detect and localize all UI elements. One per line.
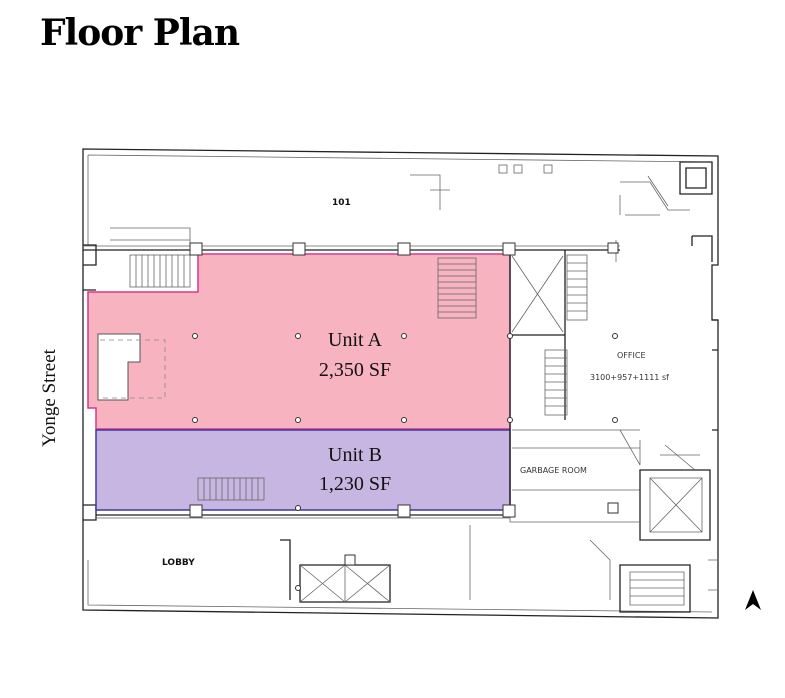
unit-b-area-label: 1,230 SF bbox=[319, 473, 391, 495]
stair-core bbox=[544, 254, 588, 416]
columns bbox=[189, 242, 619, 591]
garbage-room-label: GARBAGE ROOM bbox=[520, 466, 587, 475]
unit-a-area-label: 2,350 SF bbox=[319, 359, 391, 381]
stair-unit-b bbox=[197, 477, 265, 501]
room-101-label: 101 bbox=[332, 198, 351, 208]
unit-a-area bbox=[87, 253, 511, 430]
north-arrow-icon bbox=[745, 590, 761, 610]
unit-a-name: Unit A bbox=[328, 329, 382, 351]
unit-b-name: Unit B bbox=[328, 444, 382, 466]
office-label: OFFICE bbox=[617, 351, 646, 360]
lobby-label: LOBBY bbox=[162, 558, 195, 568]
stair-unit-a bbox=[437, 257, 477, 319]
stair-nw bbox=[129, 254, 191, 288]
unit-b-area bbox=[95, 429, 511, 511]
office-area-label: 3100+957+1111 sf bbox=[590, 373, 669, 382]
page-title: Floor Plan bbox=[40, 12, 240, 54]
